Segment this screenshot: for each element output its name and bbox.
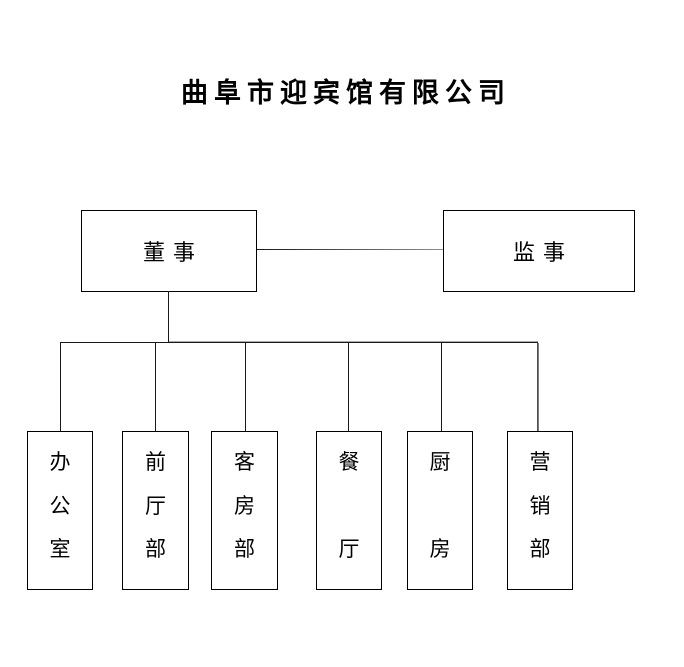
dept-box-yingxiaobu: 营 销 部 xyxy=(507,431,573,590)
connector-dongshi-jianshi xyxy=(257,249,443,250)
dept-char: 餐 xyxy=(338,450,360,474)
dept-box-canting: 餐 厅 xyxy=(316,431,382,590)
dept-char: 销 xyxy=(529,493,551,518)
connector-drop-qiantingbu xyxy=(155,343,156,431)
dept-char: 房 xyxy=(234,493,255,518)
dept-label-chufang: 厨 房 xyxy=(408,451,472,560)
connector-drop-chufang xyxy=(441,343,442,431)
node-jianshi: 监事 xyxy=(443,210,635,292)
dept-label-canting: 餐 厅 xyxy=(317,451,381,560)
dept-char: 公 xyxy=(49,493,71,518)
dept-box-kefangbu: 客 房 部 xyxy=(211,431,278,590)
dept-char: 室 xyxy=(49,537,71,561)
dept-char: 营 xyxy=(529,450,551,474)
connector-drop-canting xyxy=(348,343,349,431)
connector-horizontal-bar-shadow xyxy=(169,341,538,342)
dept-box-chufang: 厨 房 xyxy=(407,431,473,590)
dept-char: 办 xyxy=(49,450,71,474)
dept-char: 部 xyxy=(529,537,551,561)
node-dongshi-label: 董事 xyxy=(142,240,203,265)
dept-char: 厅 xyxy=(338,537,360,561)
connector-drop-kefangbu xyxy=(245,343,246,431)
dept-label-kefangbu: 客 房 部 xyxy=(212,451,277,560)
dept-char: 厅 xyxy=(145,493,166,518)
dept-box-bangongshi: 办 公 室 xyxy=(27,431,93,590)
dept-char: 厨 xyxy=(429,450,451,474)
connector-drop-bangongshi xyxy=(60,343,61,431)
dept-char: 客 xyxy=(234,450,255,474)
dept-label-yingxiaobu: 营 销 部 xyxy=(508,451,572,560)
connector-horizontal-bar xyxy=(60,342,538,343)
node-jianshi-label: 监事 xyxy=(512,240,573,265)
dept-char: 部 xyxy=(234,537,255,561)
dept-label-qiantingbu: 前 厅 部 xyxy=(123,451,188,560)
dept-char: 房 xyxy=(429,537,451,561)
node-dongshi: 董事 xyxy=(81,210,257,292)
dept-label-bangongshi: 办 公 室 xyxy=(28,451,92,560)
page-title: 曲阜市迎宾馆有限公司 xyxy=(181,78,511,108)
dept-char: 前 xyxy=(145,450,166,474)
connector-drop-yingxiaobu xyxy=(537,343,539,431)
connector-root-stem xyxy=(168,291,169,342)
dept-box-qiantingbu: 前 厅 部 xyxy=(122,431,189,590)
dept-char: 部 xyxy=(145,537,166,561)
